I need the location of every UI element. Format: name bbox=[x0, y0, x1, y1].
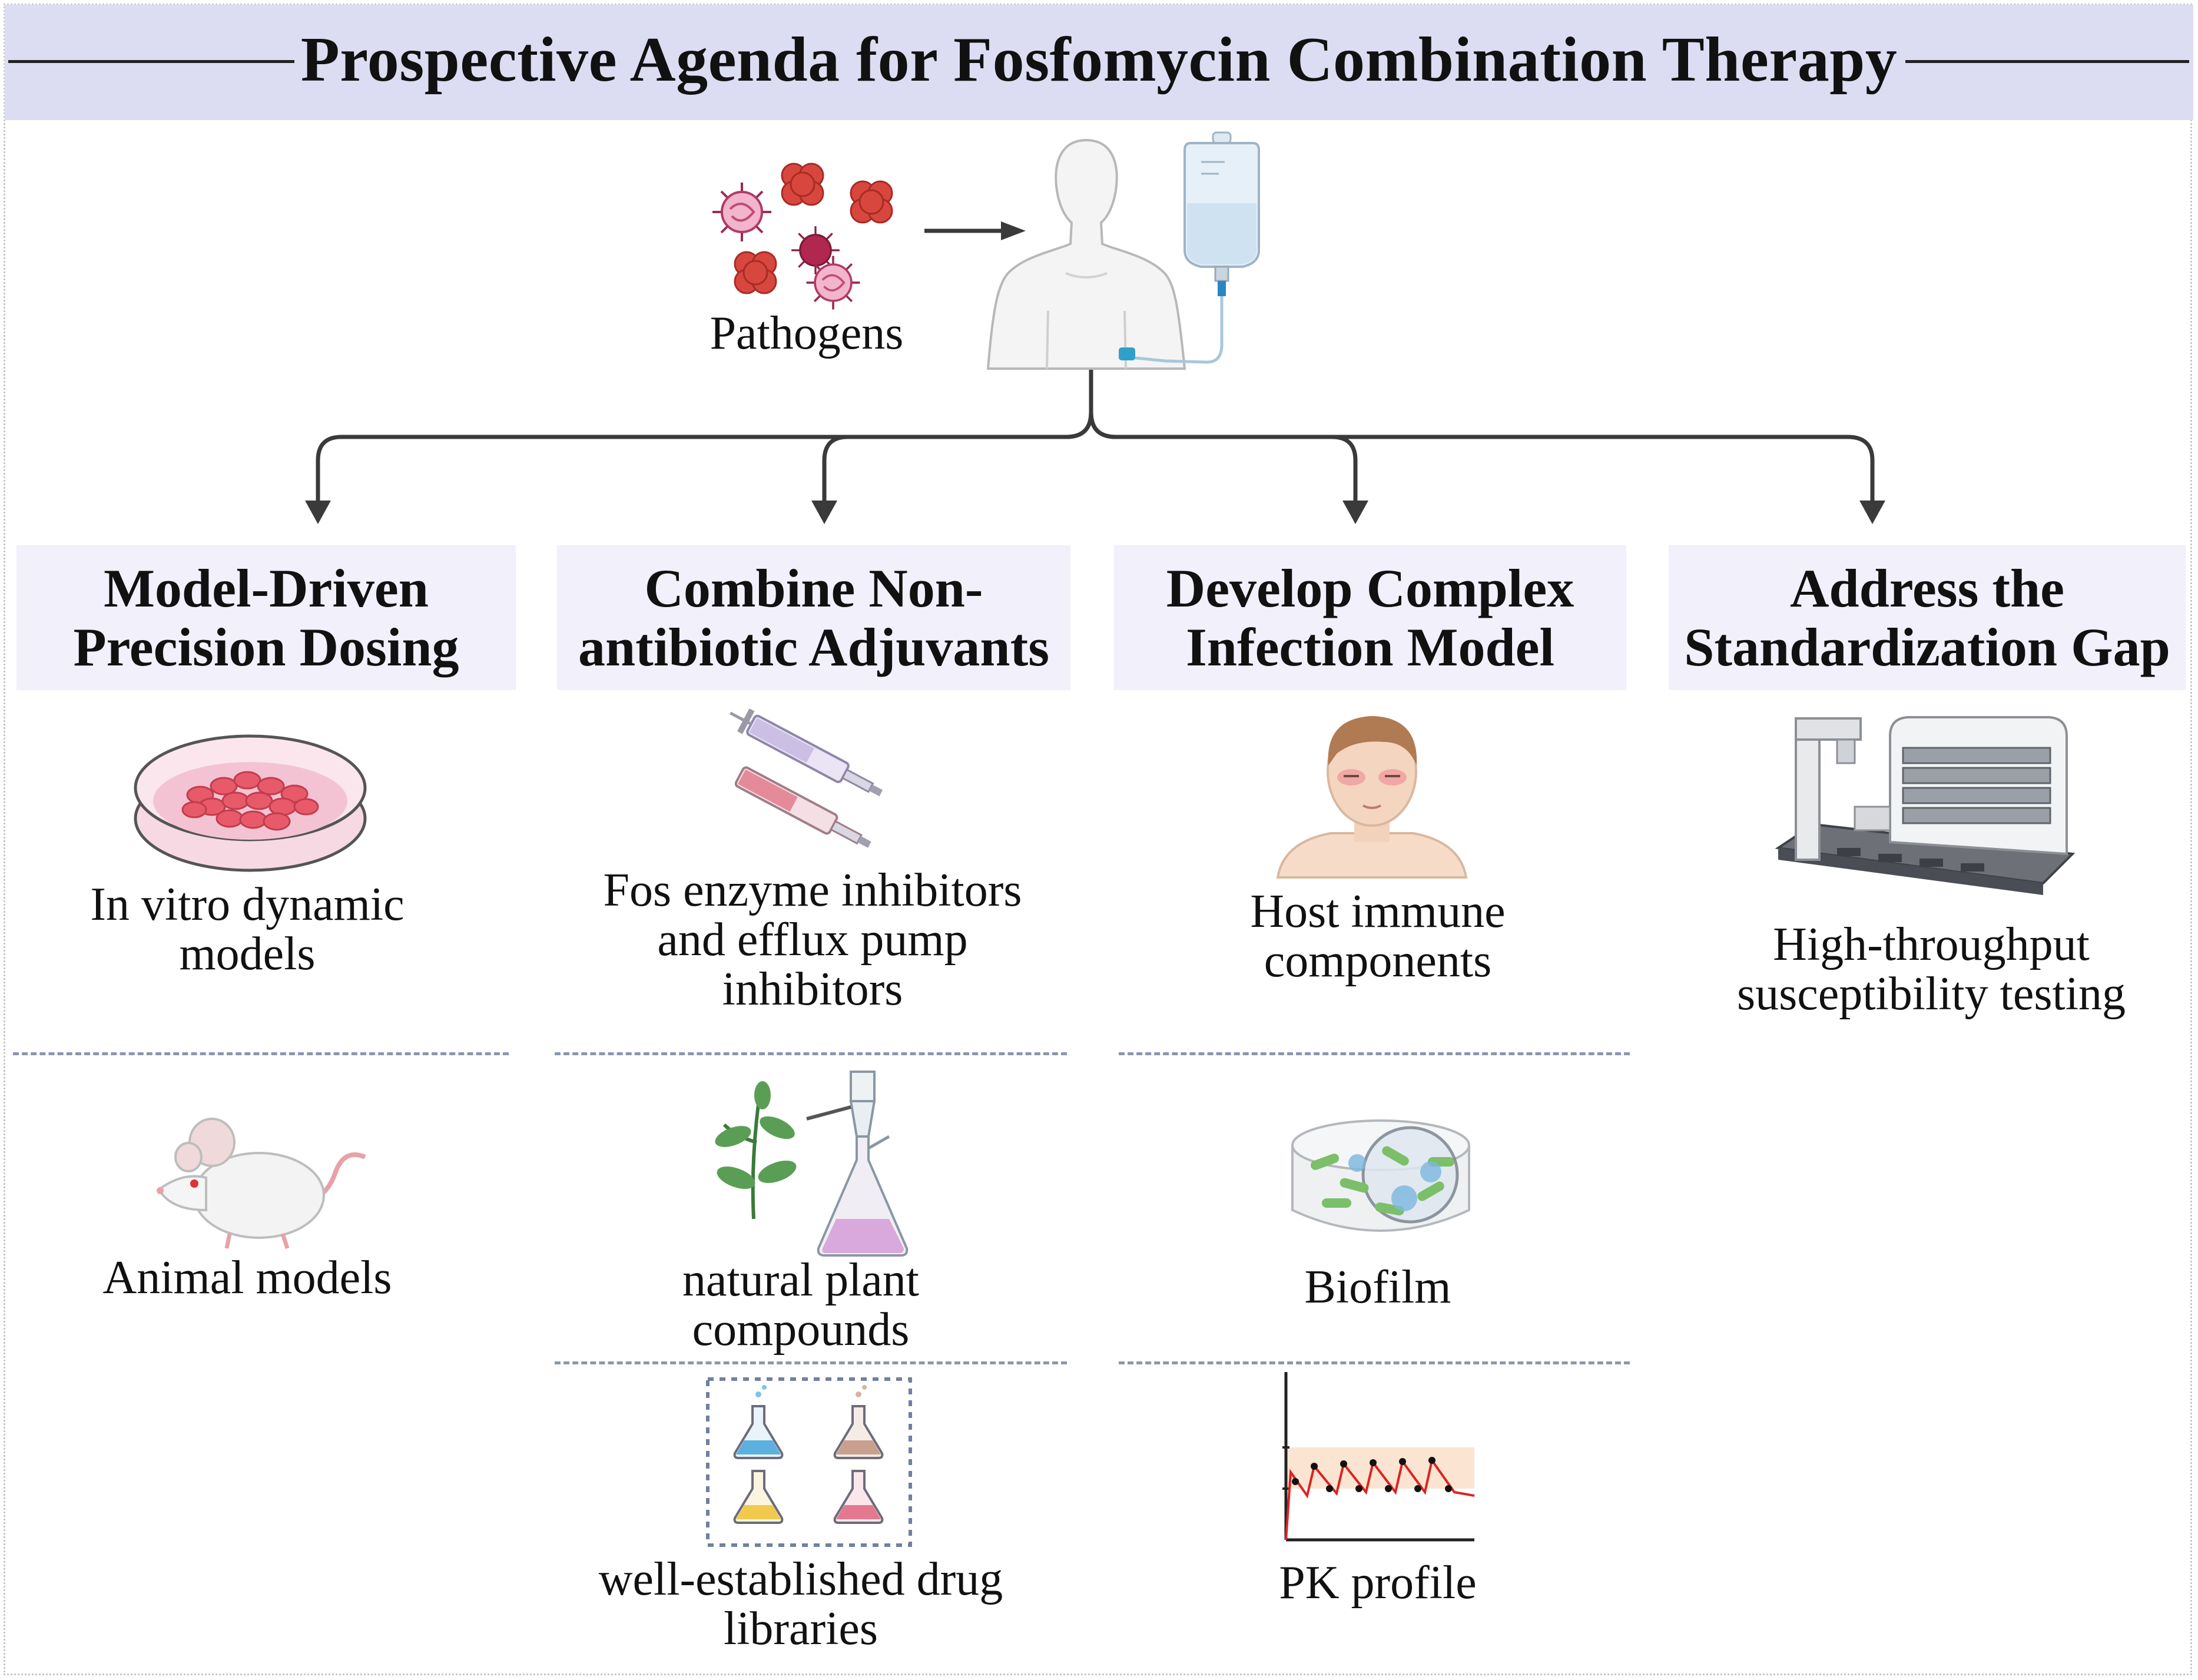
mouse-icon bbox=[157, 1118, 366, 1250]
arrowhead-col4 bbox=[1859, 501, 1885, 524]
heading-model-driven-dosing: Model-Driven Precision Dosing bbox=[16, 545, 516, 690]
connector-col3 bbox=[1089, 412, 1358, 504]
petri-dish-icon bbox=[134, 734, 367, 872]
separator-col2-1 bbox=[555, 1052, 1067, 1055]
item-biofilm: Biofilm bbox=[1304, 1261, 1451, 1313]
item-high-throughput-testing: High-throughput susceptibility testing bbox=[1737, 919, 2126, 1020]
heading-standardization-gap: Address the Standardization Gap bbox=[1669, 545, 2186, 690]
lab-robot-icon bbox=[1775, 716, 2076, 895]
syringe-icon bbox=[730, 708, 883, 848]
title-band bbox=[5, 5, 2193, 120]
title-rule-left bbox=[8, 60, 294, 63]
connector-col4 bbox=[1089, 412, 1875, 504]
arrowhead-col2 bbox=[811, 501, 837, 524]
pk-chart-icon bbox=[1282, 1372, 1475, 1542]
arrowhead-col1 bbox=[305, 501, 331, 524]
separator-col2-2 bbox=[555, 1361, 1067, 1364]
figure-frame bbox=[4, 4, 2192, 1675]
human-body-icon bbox=[986, 138, 1186, 370]
bacteria-cluster-icon bbox=[734, 251, 777, 294]
connector-trunk bbox=[316, 365, 1093, 504]
item-drug-libraries: well-established drug libraries bbox=[598, 1553, 1003, 1655]
item-host-immune-components: Host immune components bbox=[1250, 886, 1506, 987]
bacteria-cluster-icon bbox=[850, 180, 893, 224]
item-pk-profile: PK profile bbox=[1279, 1557, 1477, 1609]
arrowhead-col3 bbox=[1342, 501, 1368, 524]
item-animal-models: Animal models bbox=[102, 1252, 392, 1304]
pathogens-label: Pathogens bbox=[710, 307, 904, 359]
page-title: Prospective Agenda for Fosfomycin Combin… bbox=[300, 25, 1898, 95]
item-natural-plant-compounds: natural plant compounds bbox=[682, 1254, 920, 1356]
flask-library-icon bbox=[706, 1377, 912, 1547]
bacteria-cluster-icon bbox=[781, 163, 824, 206]
patient-face-icon bbox=[1276, 716, 1468, 879]
plant-flask-icon bbox=[715, 1071, 909, 1257]
title-rule-right bbox=[1905, 60, 2189, 63]
item-fos-enzyme-inhibitors: Fos enzyme inhibitors and efflux pump in… bbox=[603, 864, 1022, 1015]
arrow-right-icon bbox=[924, 221, 1026, 240]
separator-col3-1 bbox=[1119, 1052, 1630, 1055]
heading-complex-infection-model: Develop Complex Infection Model bbox=[1114, 545, 1626, 690]
item-in-vitro-models: In vitro dynamic models bbox=[90, 879, 405, 980]
iv-bag-icon bbox=[1118, 131, 1260, 364]
virus-icon bbox=[791, 226, 840, 274]
connector-col2 bbox=[822, 412, 1093, 504]
separator-col1-1 bbox=[13, 1052, 509, 1055]
virus-icon bbox=[806, 256, 860, 310]
heading-non-antibiotic-adjuvants: Combine Non-antibiotic Adjuvants bbox=[557, 545, 1070, 690]
biofilm-icon bbox=[1291, 1119, 1470, 1232]
separator-col3-2 bbox=[1119, 1361, 1630, 1364]
virus-icon bbox=[712, 183, 771, 241]
